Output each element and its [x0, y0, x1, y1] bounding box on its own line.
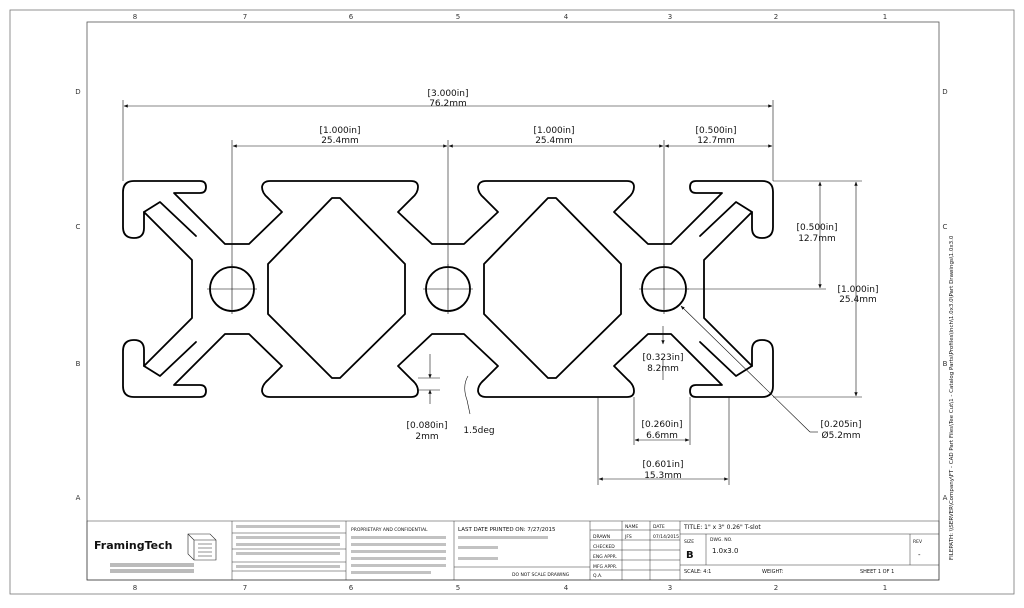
dim-half-height-in: [0.500in] [797, 223, 838, 233]
framingtech-logo: FramingTech [94, 533, 217, 561]
weight-label: WEIGHT: [762, 569, 784, 575]
drawn-label: DRAWN [593, 534, 610, 540]
slot-lip-left-bottom [143, 341, 197, 377]
dim-slot-opening-mm: 6.6mm [646, 431, 678, 441]
cavity-left [267, 197, 406, 379]
proprietary-heading: PROPRIETARY AND CONFIDENTIAL [351, 527, 428, 533]
zone-bottom-3: 3 [668, 584, 672, 592]
dwg-no: 1.0x3.0 [712, 547, 738, 555]
dim-pitch-2-in: [1.000in] [534, 126, 575, 136]
cavity-right [483, 197, 622, 379]
dim-overall-width-in: [3.000in] [428, 89, 469, 99]
qa-label: Q.A. [593, 573, 602, 579]
date-header: DATE [653, 524, 665, 530]
dim-slot-depth-mm: 8.2mm [647, 364, 679, 374]
dim-half-height-mm: 12.7mm [798, 234, 836, 244]
dim-half-in: [0.500in] [696, 126, 737, 136]
dim-slot-depth-in: [0.323in] [643, 353, 684, 363]
zone-right-b: B [943, 360, 948, 368]
company-address-line-2 [110, 569, 194, 573]
zone-bottom-2: 2 [774, 584, 778, 592]
drawn-by: JFS [624, 534, 632, 540]
drawn-date: 07/14/2015 [653, 534, 679, 540]
zone-left-a: A [76, 494, 81, 502]
profile-outer-outline [122, 180, 774, 398]
zone-right-c: C [943, 223, 948, 231]
dim-height-mm: 25.4mm [839, 295, 877, 305]
dim-half-mm: 12.7mm [697, 136, 735, 146]
zone-right-a: A [943, 494, 948, 502]
zone-right-d: D [942, 88, 947, 96]
zone-bottom-6: 6 [349, 584, 354, 592]
dim-pitch-1-in: [1.000in] [320, 126, 361, 136]
dim-height-in: [1.000in] [838, 285, 879, 295]
company-address-line-1 [110, 563, 194, 567]
dwg-no-label: DWG. NO. [710, 537, 732, 543]
name-header: NAME [625, 524, 638, 530]
outer-border [9, 9, 1015, 595]
zone-top-6: 6 [349, 13, 354, 21]
zone-top-5: 5 [456, 13, 460, 21]
slot-lip-right-bottom [699, 341, 753, 377]
file-path: FILEPATH: \\SERVER\Company\FT - CAD Part… [949, 235, 955, 560]
zone-top-1: 1 [883, 13, 887, 21]
dim-slot-opening-in: [0.260in] [642, 420, 683, 430]
dim-bore-in: [0.205in] [821, 420, 862, 430]
dim-slot-width-in: [0.601in] [643, 460, 684, 470]
checked-label: CHECKED [593, 544, 615, 550]
rev-label: REV [913, 539, 923, 545]
logo-wordmark: FramingTech [94, 539, 172, 552]
zone-bottom-1: 1 [883, 584, 887, 592]
last-date-printed: LAST DATE PRINTED ON: 7/27/2015 [458, 527, 556, 533]
dim-bore-mm: Ø5.2mm [822, 430, 861, 441]
zone-bottom-5: 5 [456, 584, 460, 592]
zone-left-d: D [75, 88, 80, 96]
dimension-labels: [3.000in] 76.2mm [1.000in] 25.4mm [1.000… [320, 89, 879, 481]
zone-top-2: 2 [774, 13, 778, 21]
dim-slot-width-mm: 15.3mm [644, 471, 682, 481]
do-not-scale-note: DO NOT SCALE DRAWING [512, 572, 570, 578]
slot-lip-right-top [699, 201, 753, 237]
zone-labels: 8 7 6 5 4 3 2 1 8 7 6 5 4 3 2 1 D C B A … [75, 13, 947, 592]
drawing-title: TITLE: 1" x 3" 0.26" T-slot [683, 524, 761, 531]
zone-bottom-8: 8 [133, 584, 137, 592]
sheet-size: B [686, 550, 694, 561]
eng-appr-label: ENG APPR. [593, 554, 617, 560]
zone-bottom-7: 7 [243, 584, 247, 592]
dim-overall-width-mm: 76.2mm [429, 99, 467, 109]
dim-wall-mm: 2mm [415, 432, 438, 442]
slot-lip-left-top [143, 201, 197, 237]
zone-left-c: C [76, 223, 81, 231]
mfg-appr-label: MFG APPR. [593, 564, 617, 570]
title-block [86, 520, 940, 581]
sheet-number: SHEET 1 OF 1 [860, 569, 894, 575]
scale: SCALE: 4:1 [684, 569, 711, 575]
zone-top-4: 4 [564, 13, 569, 21]
zone-top-8: 8 [133, 13, 137, 21]
dim-draft-angle: 1.5deg [463, 426, 494, 436]
zone-left-b: B [76, 360, 81, 368]
zone-top-3: 3 [668, 13, 672, 21]
dim-pitch-1-mm: 25.4mm [321, 136, 359, 146]
zone-bottom-4: 4 [564, 584, 569, 592]
revision: - [918, 551, 921, 559]
fine-print [236, 525, 548, 574]
dim-wall-in: [0.080in] [407, 421, 448, 431]
dim-pitch-2-mm: 25.4mm [535, 136, 573, 146]
zone-top-7: 7 [243, 13, 247, 21]
dimensions [122, 100, 862, 485]
size-label: SIZE [684, 539, 694, 545]
center-marks [207, 264, 689, 314]
